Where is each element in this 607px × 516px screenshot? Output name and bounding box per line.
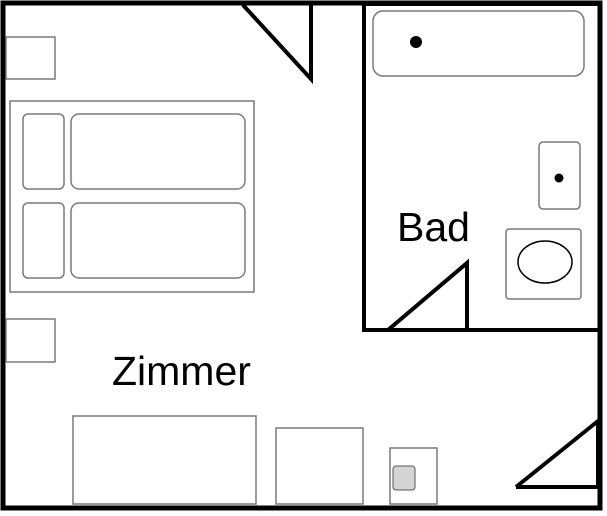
bathroom-wall: [362, 2, 602, 332]
cabinet: [275, 427, 364, 505]
room-label: Zimmer: [112, 348, 251, 394]
toilet-bowl: [517, 240, 573, 284]
fixture: [392, 465, 416, 491]
sink-drain: [554, 173, 564, 183]
pillow-top: [22, 113, 65, 190]
bathroom-door[interactable]: [386, 258, 469, 332]
entry-door[interactable]: [241, 3, 313, 85]
nightstand-bottom: [5, 318, 56, 363]
mattress-top: [70, 113, 246, 190]
nightstand-top: [5, 36, 56, 80]
double-bed: [9, 100, 255, 293]
toilet: [505, 228, 582, 300]
small-unit: [389, 447, 438, 505]
mattress-bottom: [70, 202, 246, 279]
pillow-bottom: [22, 202, 65, 279]
right-door[interactable]: [514, 416, 600, 489]
bathtub-drain: [410, 36, 422, 48]
sink: [538, 141, 581, 210]
desk: [72, 415, 257, 505]
bathtub: [372, 10, 585, 77]
bathroom-label: Bad: [397, 204, 470, 250]
